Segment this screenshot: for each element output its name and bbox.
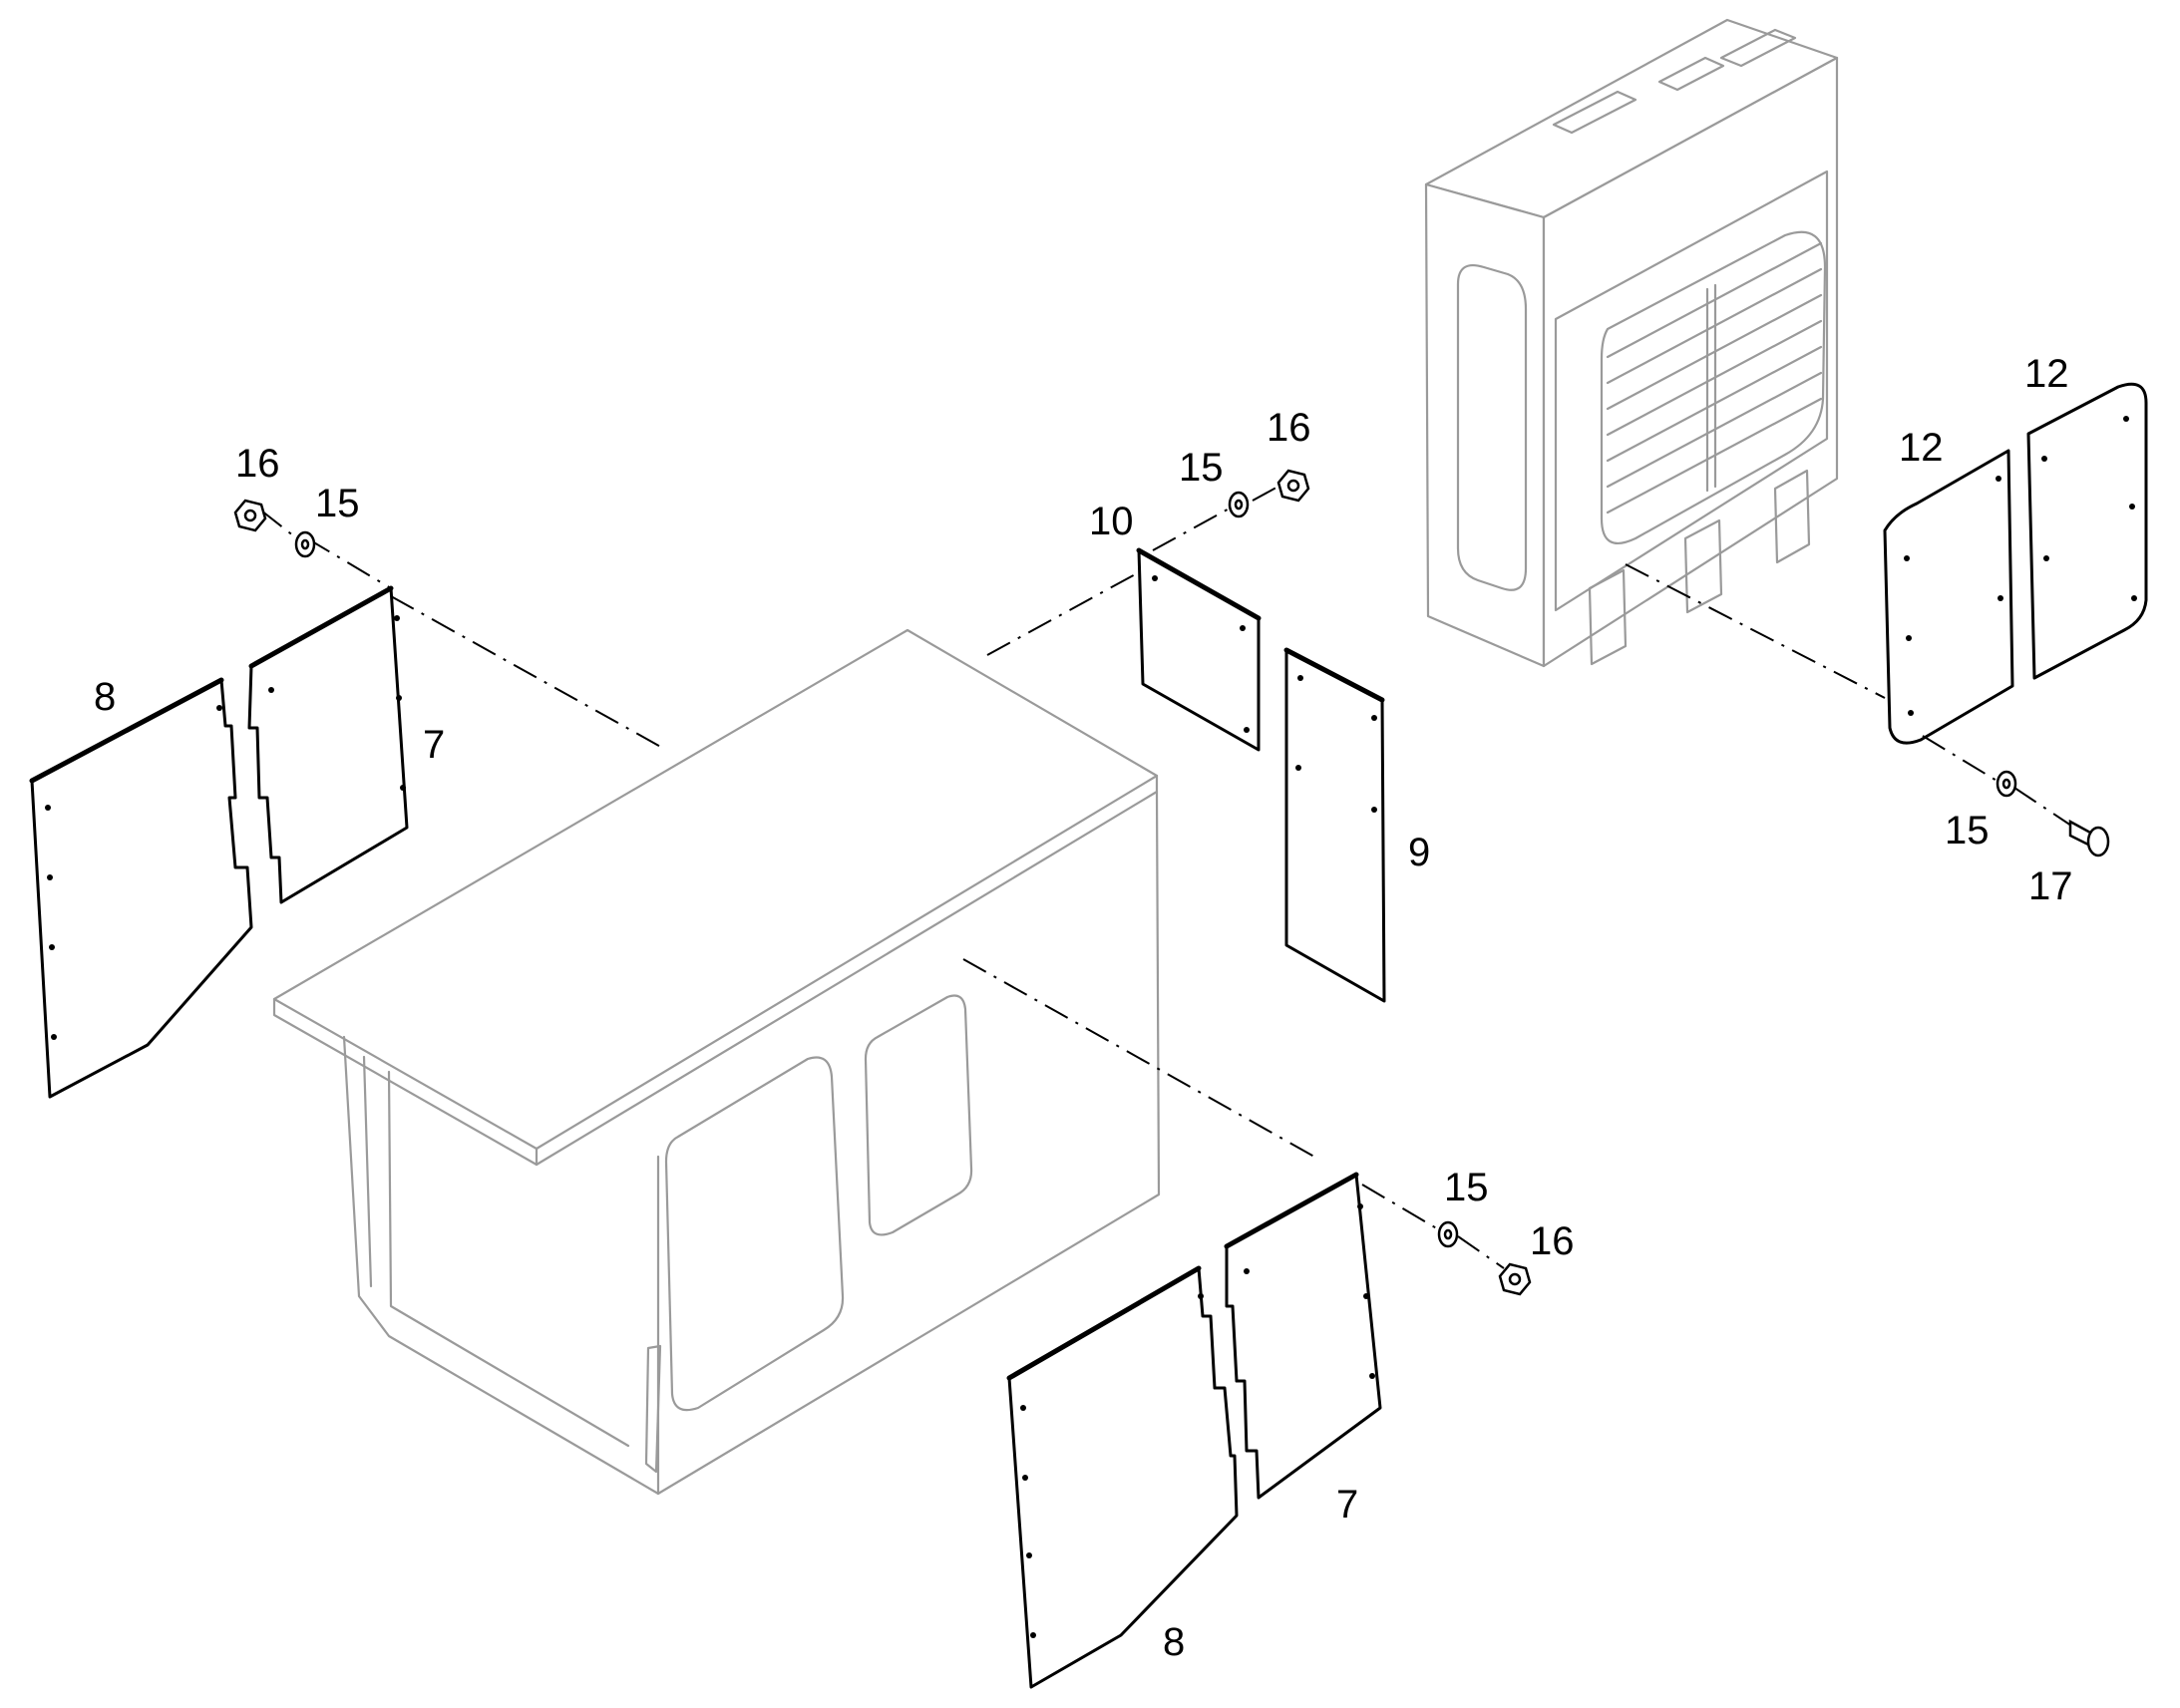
callout-16-bottom: 16	[1530, 1219, 1575, 1263]
callout-10: 10	[1089, 500, 1134, 543]
nut-left	[233, 499, 267, 532]
callout-16-mid: 16	[1267, 406, 1311, 450]
callout-7-bottom: 7	[1336, 1483, 1358, 1527]
washer-left	[294, 530, 316, 558]
callout-8-left: 8	[94, 675, 116, 719]
panel-8-bottom	[1006, 1265, 1239, 1689]
panel-7-bottom	[1224, 1172, 1382, 1500]
radiator-assembly	[1424, 18, 1839, 668]
callout-15-bottom: 15	[1444, 1166, 1489, 1209]
callout-7-left: 7	[423, 723, 445, 767]
callout-16-left: 16	[235, 442, 280, 486]
leader-lines	[260, 476, 2075, 1269]
callout-17: 17	[2028, 864, 2073, 908]
nut-mid	[1276, 469, 1310, 503]
callout-9: 9	[1408, 831, 1430, 874]
callout-15-right: 15	[1945, 809, 1990, 853]
nut-bottom	[1498, 1262, 1532, 1296]
panel-9	[1283, 647, 1386, 1003]
cab-body	[272, 628, 1161, 1496]
washer-right	[1996, 770, 2017, 798]
panel-7-left	[247, 585, 409, 904]
callout-15-left: 15	[315, 482, 360, 525]
washer-mid	[1228, 491, 1250, 518]
panel-12-inner	[1883, 449, 2014, 745]
washer-bottom	[1437, 1220, 1459, 1248]
panel-10	[1136, 547, 1262, 752]
panel-12-outer	[2026, 382, 2148, 680]
bolt	[2068, 819, 2110, 857]
callout-8-bottom: 8	[1163, 1620, 1185, 1664]
callout-12-outer: 12	[2024, 352, 2069, 396]
callout-15-mid: 15	[1179, 446, 1224, 490]
panel-8-left	[29, 677, 253, 1099]
callout-12-inner: 12	[1899, 426, 1944, 470]
